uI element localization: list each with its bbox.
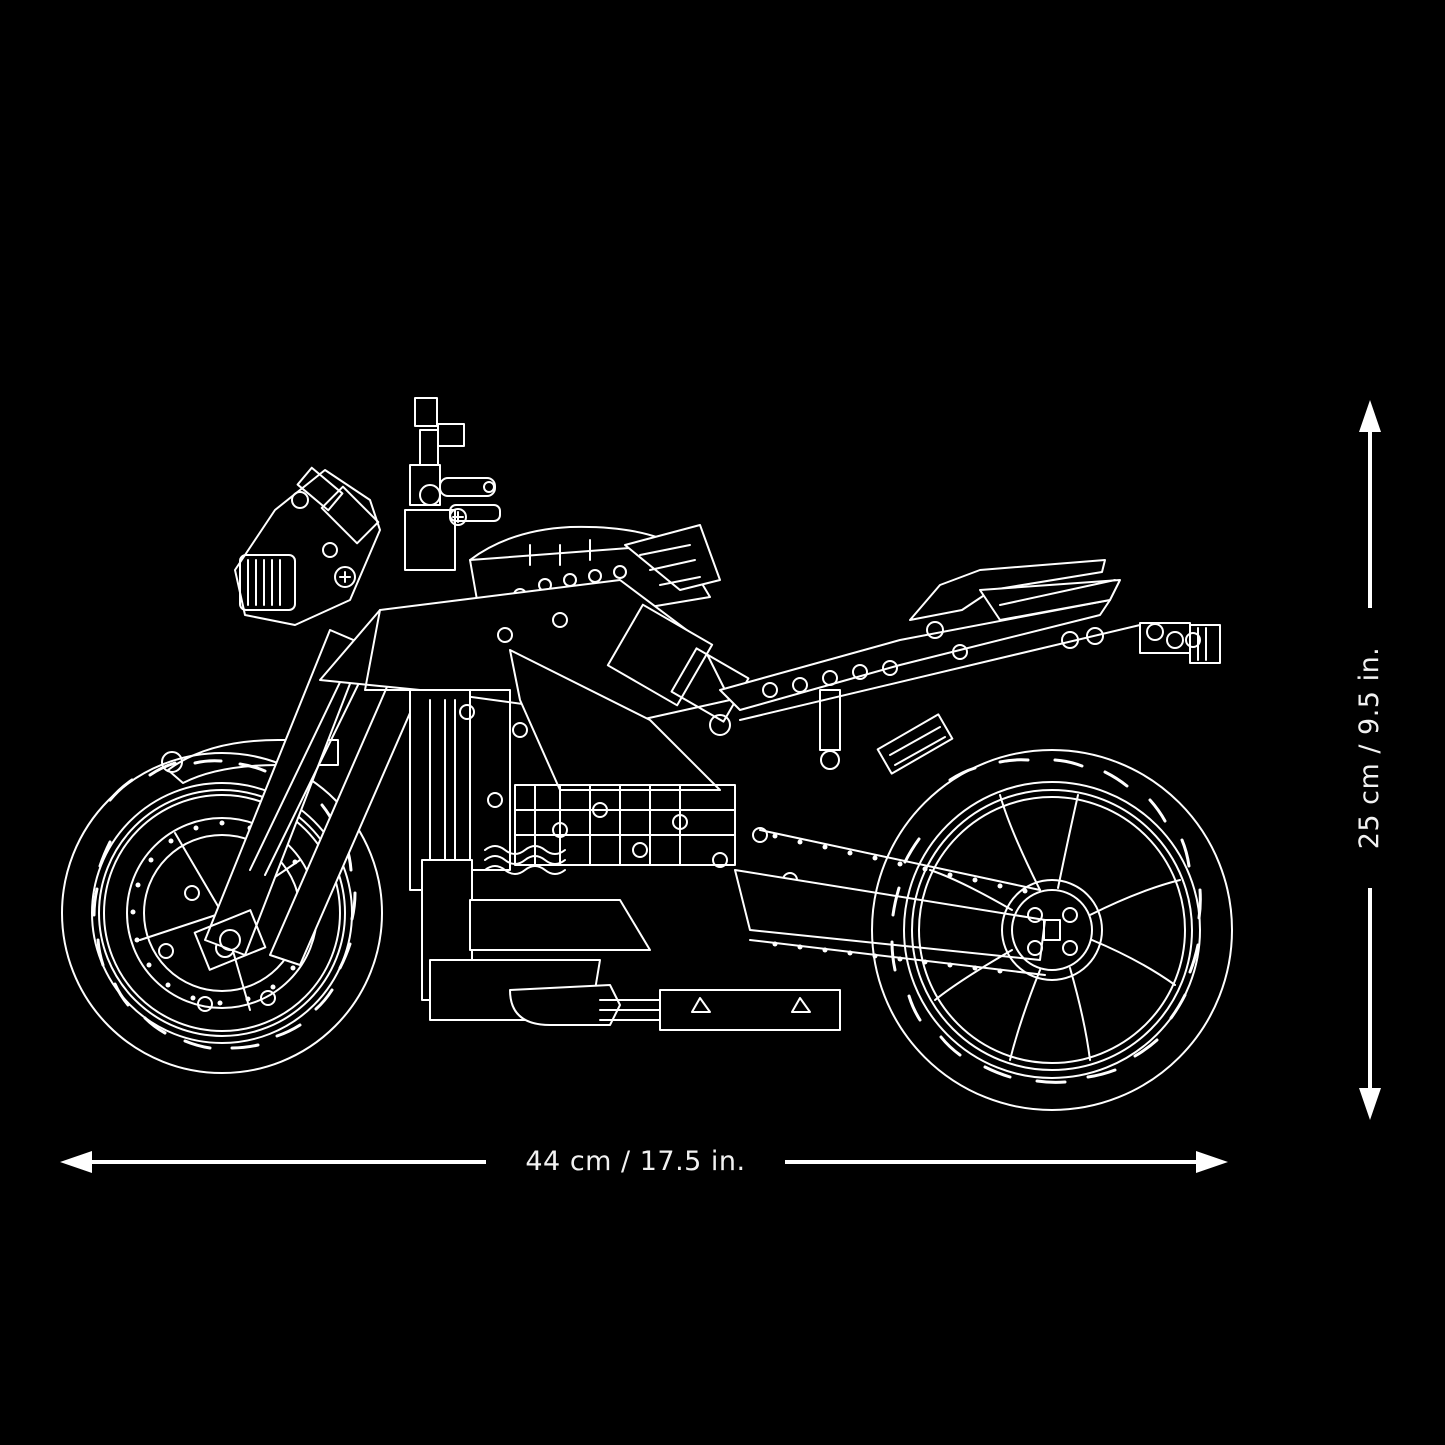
front-mudguard — [168, 740, 338, 783]
rear-wheel — [872, 750, 1232, 1110]
headlight-assembly — [235, 468, 380, 625]
width-dimension-label: 44 cm / 17.5 in. — [525, 1146, 746, 1177]
height-dimension-label: 25 cm / 9.5 in. — [1354, 646, 1385, 850]
swingarm — [735, 714, 1045, 975]
tail-section — [720, 560, 1220, 769]
handlebar — [405, 398, 500, 570]
exhaust — [422, 860, 840, 1030]
